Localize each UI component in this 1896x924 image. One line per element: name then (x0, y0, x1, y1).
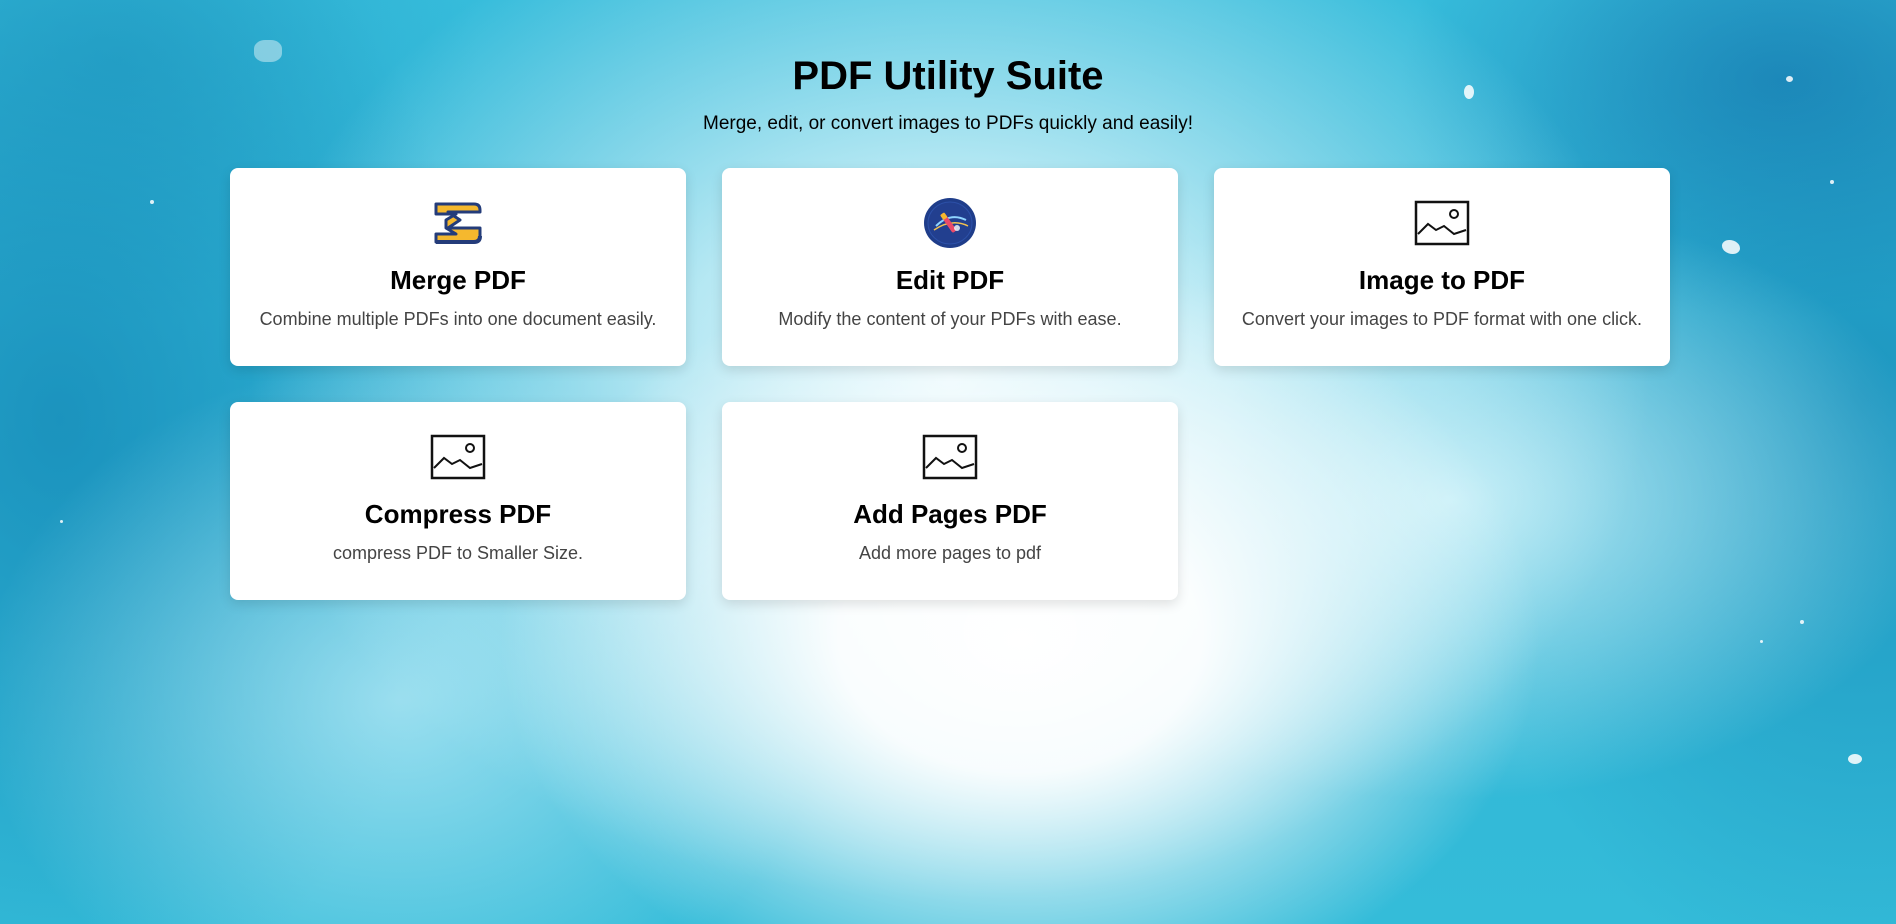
merge-pdf-card[interactable]: Merge PDF Combine multiple PDFs into one… (230, 168, 686, 366)
card-title: Merge PDF (390, 265, 526, 295)
card-title: Add Pages PDF (853, 499, 1047, 529)
image-icon (430, 434, 486, 480)
card-description: Modify the content of your PDFs with eas… (778, 309, 1122, 329)
page-title: PDF Utility Suite (792, 54, 1104, 98)
card-description: Add more pages to pdf (858, 543, 1042, 563)
image-icon (922, 434, 978, 480)
card-description: Combine multiple PDFs into one document … (259, 309, 657, 329)
tools-grid: Merge PDF Combine multiple PDFs into one… (230, 168, 1670, 600)
card-title: Edit PDF (895, 265, 1005, 295)
edit-icon (924, 198, 976, 248)
image-icon (1414, 200, 1470, 246)
merge-icon (434, 202, 482, 244)
page-subtitle: Merge, edit, or convert images to PDFs q… (703, 113, 1193, 134)
card-description: Convert your images to PDF format with o… (1241, 309, 1643, 329)
card-description: compress PDF to Smaller Size. (332, 543, 584, 563)
edit-pdf-card[interactable]: Edit PDF Modify the content of your PDFs… (722, 168, 1178, 366)
card-title: Image to PDF (1358, 265, 1526, 295)
compress-pdf-card[interactable]: Compress PDF compress PDF to Smaller Siz… (230, 402, 686, 600)
card-title: Compress PDF (364, 499, 552, 529)
image-to-pdf-card[interactable]: Image to PDF Convert your images to PDF … (1214, 168, 1670, 366)
add-pages-pdf-card[interactable]: Add Pages PDF Add more pages to pdf (722, 402, 1178, 600)
